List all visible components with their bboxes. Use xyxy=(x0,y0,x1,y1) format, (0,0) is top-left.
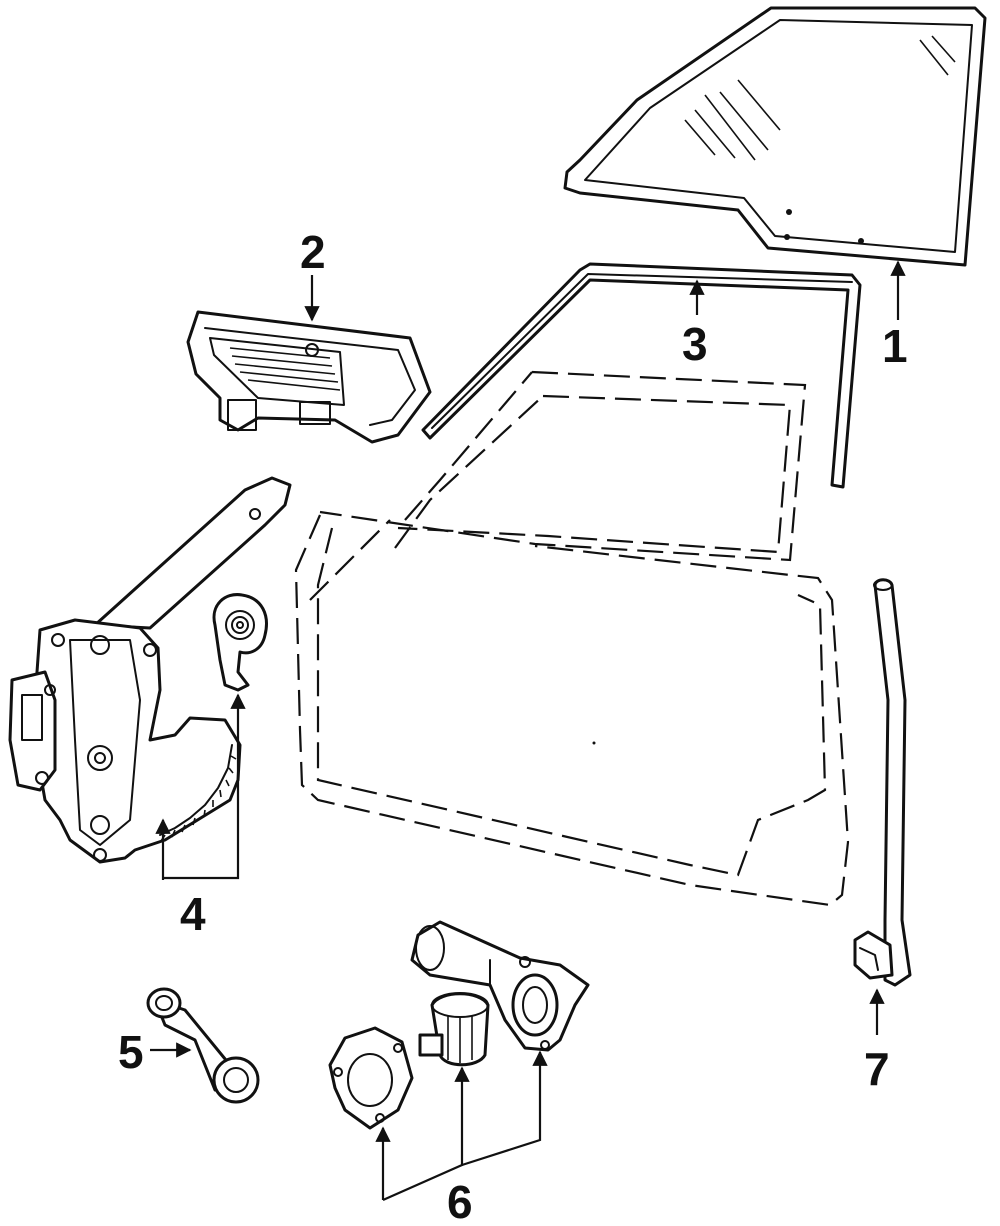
callout-3: 3 xyxy=(682,318,708,370)
door-outline xyxy=(294,370,850,907)
callout-5: 5 xyxy=(118,1026,144,1078)
callout-1: 1 xyxy=(882,320,908,372)
callout-4: 4 xyxy=(180,888,206,940)
door-glass xyxy=(563,6,987,267)
counterbalance-spring xyxy=(212,593,268,692)
leader-lines xyxy=(150,260,906,1202)
callout-7: 7 xyxy=(864,1043,890,1095)
callout-6: 6 xyxy=(447,1176,473,1226)
crank-handle xyxy=(146,987,260,1104)
rear-run-channel xyxy=(853,578,912,987)
motor-gasket xyxy=(328,1026,414,1130)
glass-bracket xyxy=(186,310,432,444)
run-channel xyxy=(421,262,862,489)
callout-2: 2 xyxy=(300,226,326,278)
window-regulator xyxy=(8,476,292,864)
motor-drive-gear xyxy=(418,992,490,1067)
window-motor xyxy=(410,920,590,1052)
